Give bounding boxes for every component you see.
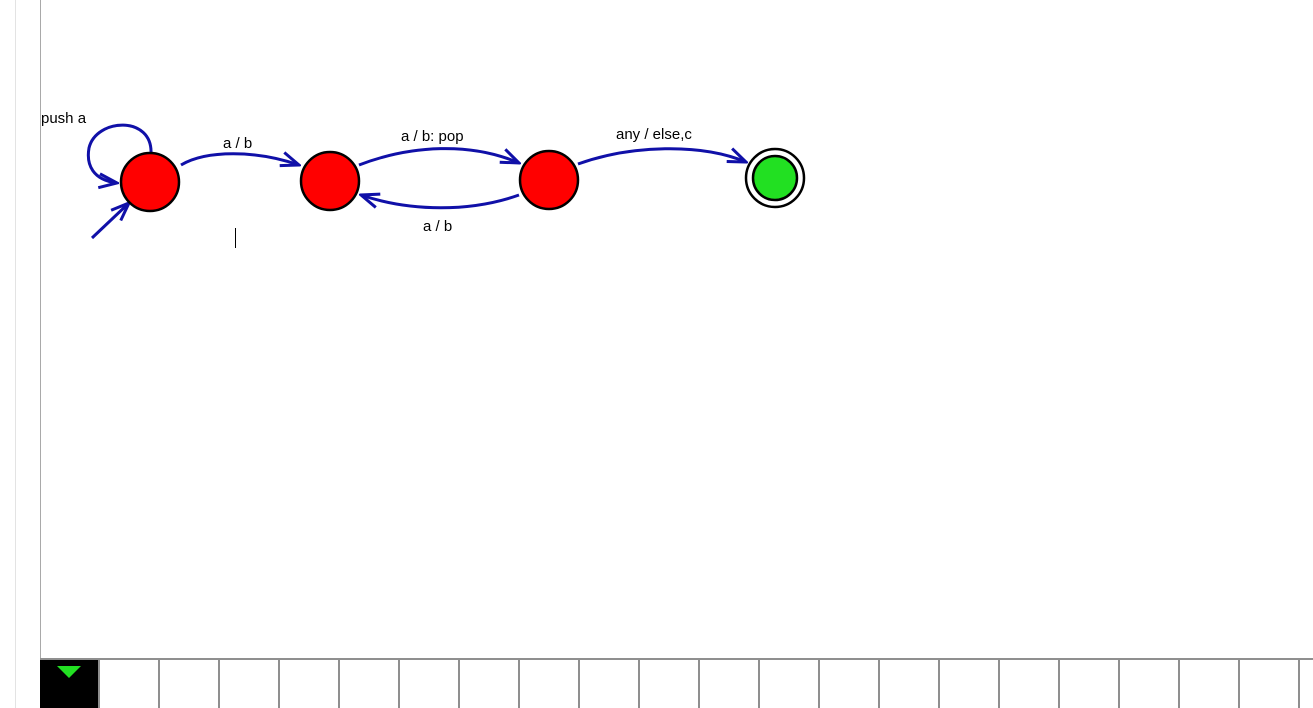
triangle-down-icon bbox=[57, 666, 81, 678]
state-q2[interactable] bbox=[518, 149, 580, 211]
tape-cell[interactable] bbox=[1060, 660, 1120, 708]
tape-cell[interactable] bbox=[1180, 660, 1240, 708]
state-q0[interactable] bbox=[119, 151, 181, 213]
tape-cell[interactable] bbox=[1120, 660, 1180, 708]
transition-label[interactable]: a / b bbox=[223, 135, 252, 152]
tape-cell[interactable] bbox=[160, 660, 220, 708]
tape-cell[interactable] bbox=[340, 660, 400, 708]
text-cursor bbox=[235, 228, 236, 248]
initial-arrow bbox=[90, 203, 129, 240]
transition-label[interactable]: push a bbox=[41, 110, 87, 127]
tape-cell[interactable] bbox=[460, 660, 520, 708]
tape-cell-head[interactable] bbox=[40, 660, 100, 708]
state-diagram[interactable]: push a a / b a / b: pop a / b any / else… bbox=[41, 0, 1313, 658]
input-tape[interactable] bbox=[40, 658, 1313, 708]
tape-cell[interactable] bbox=[760, 660, 820, 708]
state-q3-accept[interactable] bbox=[744, 147, 806, 209]
transition-label[interactable]: any / else,c bbox=[616, 126, 692, 143]
transition-q1-q2[interactable] bbox=[358, 147, 519, 167]
tape-cell[interactable] bbox=[280, 660, 340, 708]
tape-cell[interactable] bbox=[640, 660, 700, 708]
tape-cell[interactable] bbox=[1300, 660, 1313, 708]
transition-q2-q1[interactable] bbox=[361, 195, 520, 210]
tape-cell[interactable] bbox=[820, 660, 880, 708]
tape-cell[interactable] bbox=[1240, 660, 1300, 708]
transition-label[interactable]: a / b bbox=[423, 218, 452, 235]
transition-label[interactable]: a / b: pop bbox=[401, 128, 464, 145]
tape-cell[interactable] bbox=[100, 660, 160, 708]
transition-q2-q3[interactable] bbox=[577, 147, 746, 166]
state-q1[interactable] bbox=[299, 150, 361, 212]
tape-cell[interactable] bbox=[520, 660, 580, 708]
tape-cell[interactable] bbox=[400, 660, 460, 708]
transition-q0-q1[interactable] bbox=[180, 154, 299, 165]
tape-cell[interactable] bbox=[880, 660, 940, 708]
tape-cell[interactable] bbox=[1000, 660, 1060, 708]
tape-cell[interactable] bbox=[940, 660, 1000, 708]
diagram-canvas[interactable]: push a a / b a / b: pop a / b any / else… bbox=[40, 0, 1313, 658]
tape-cell[interactable] bbox=[700, 660, 760, 708]
tape-cell[interactable] bbox=[580, 660, 640, 708]
left-margin bbox=[0, 0, 16, 708]
tape-cell[interactable] bbox=[220, 660, 280, 708]
transition-q0-q0[interactable] bbox=[86, 123, 153, 183]
